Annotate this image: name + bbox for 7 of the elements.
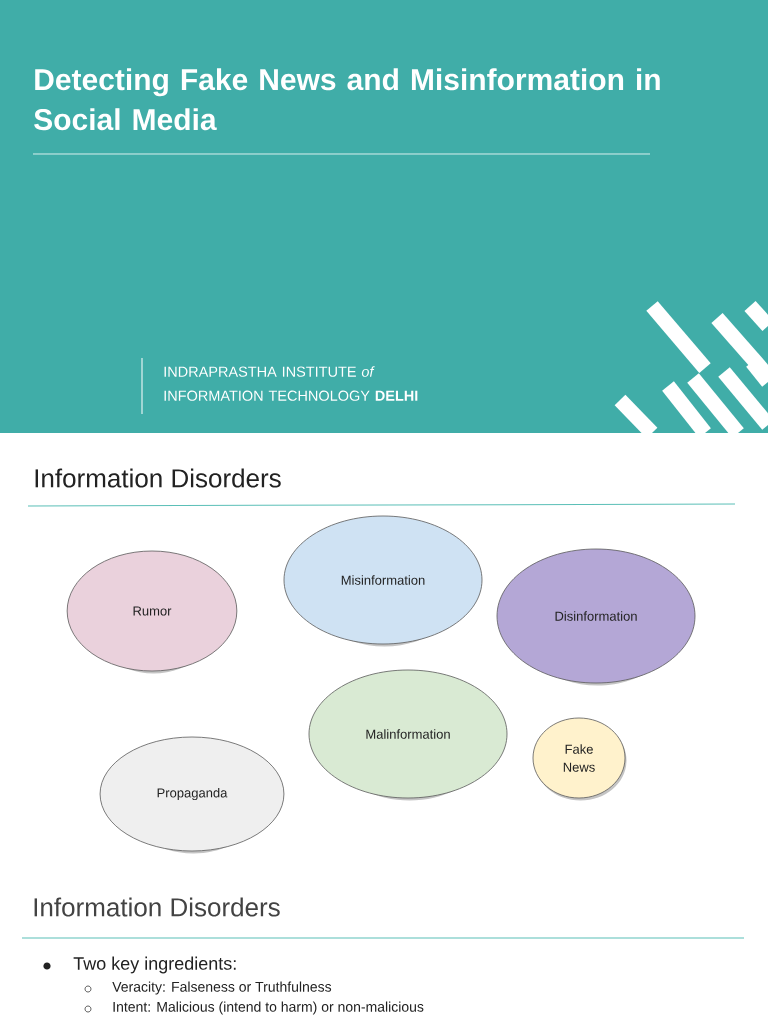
- bullet-text: Intent: Malicious (intend to harm) or non-malicious: [113, 1001, 424, 1015]
- bullet-text: Two key ingredients:: [73, 956, 236, 974]
- bullet-text: Veracity: Falseness or Truthfulness: [112, 981, 332, 995]
- section-heading: Information Disorders: [34, 897, 280, 917]
- section-heading: Information Disorders: [35, 468, 281, 488]
- institute-name: INDRAPRASTHA INSTITUTE of INFORMATION TECHNOLOGY DELHI: [164, 366, 418, 401]
- slide-title: Detecting Fake News and Misinformation in Social Media: [34, 68, 660, 131]
